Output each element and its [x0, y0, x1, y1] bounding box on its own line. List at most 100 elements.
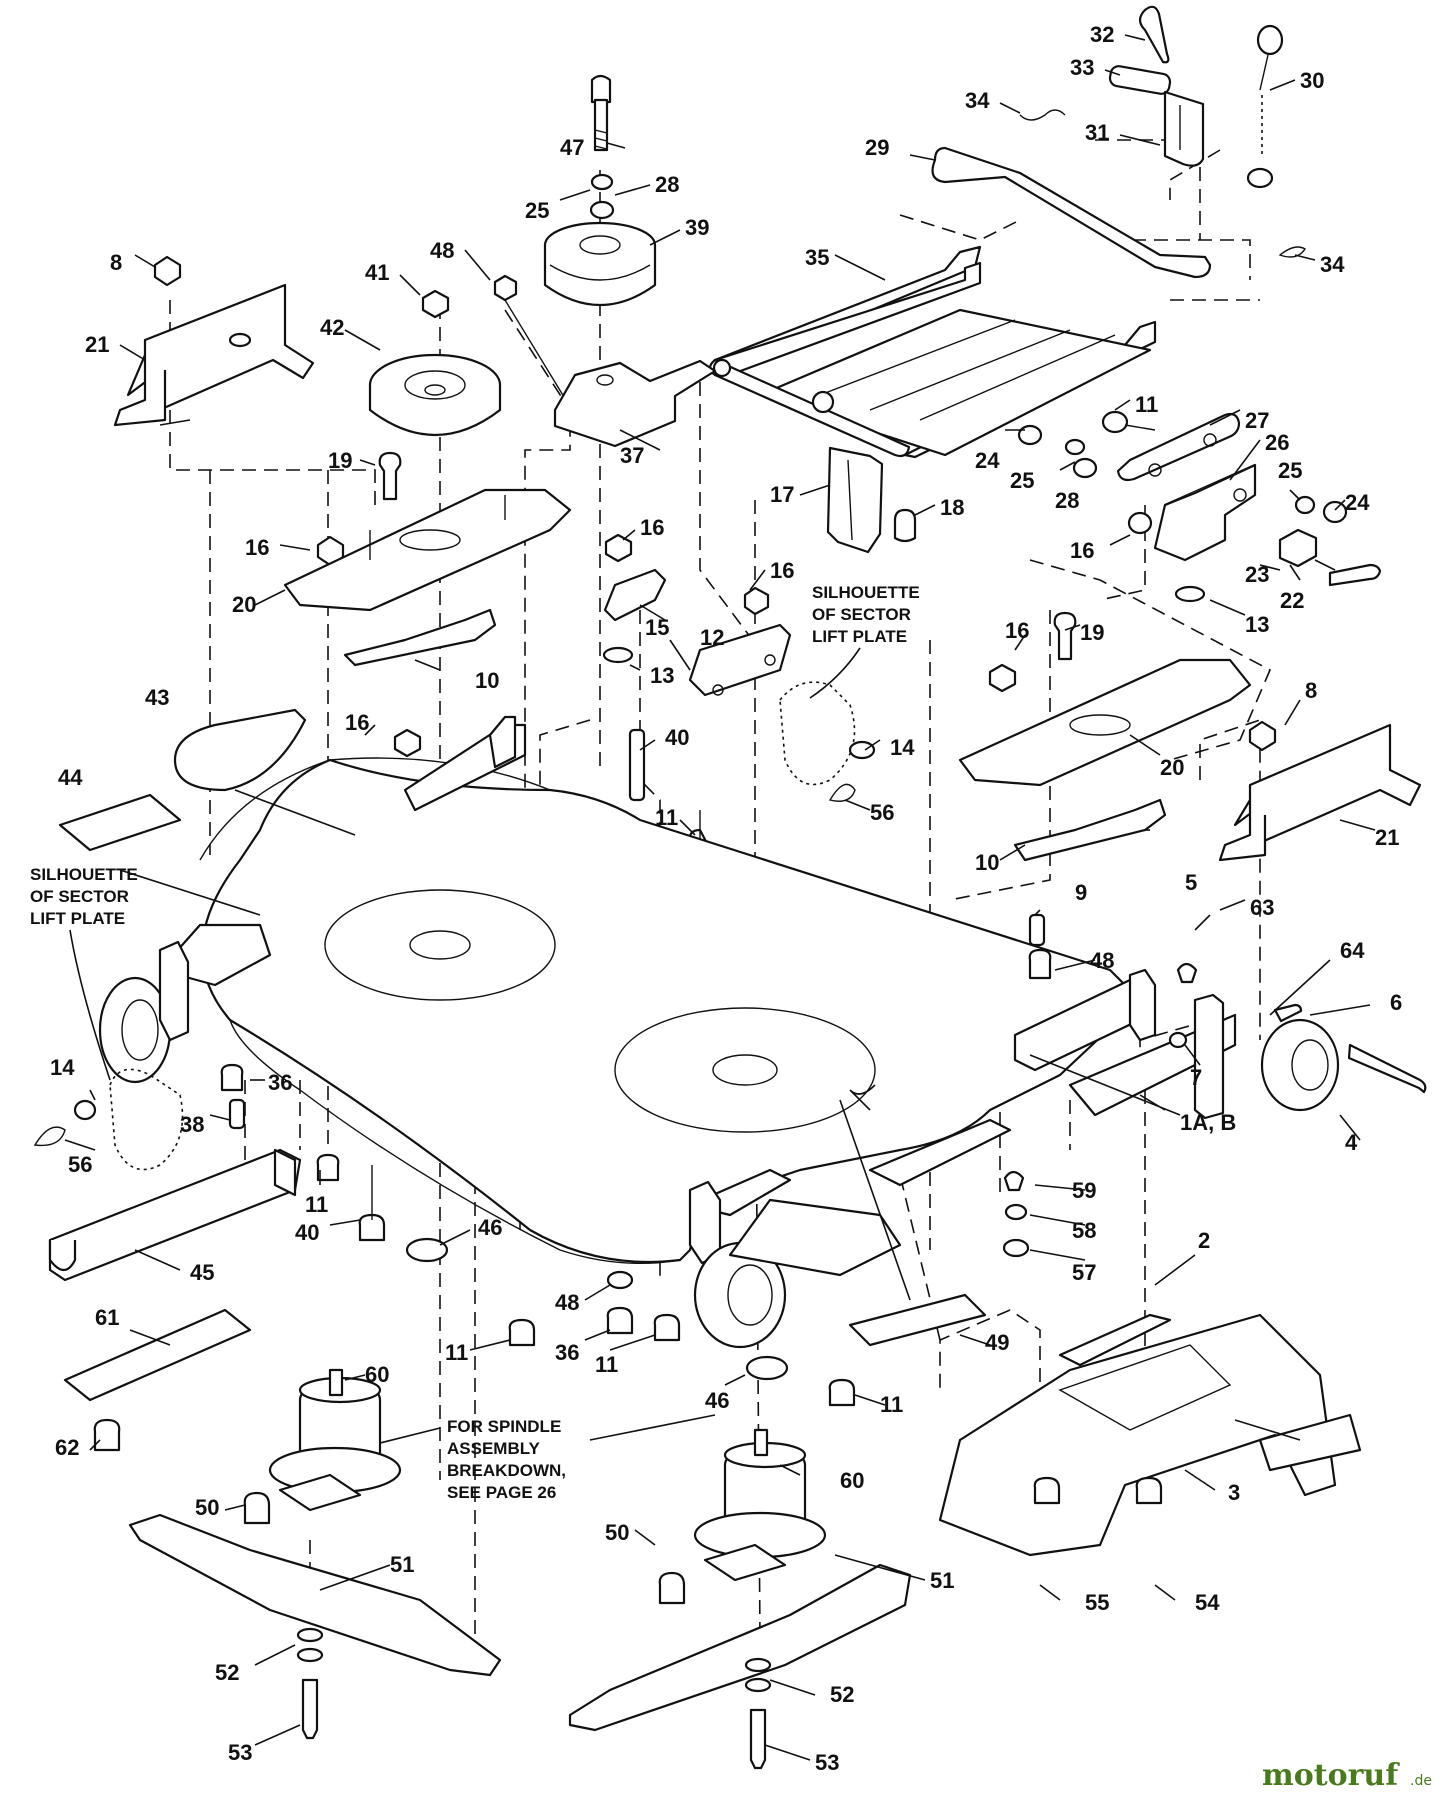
washer-25c [1294, 495, 1316, 515]
lift-rod-29 [931, 146, 1212, 279]
callout-8: 8 [110, 250, 122, 275]
deck-blade-cavity-right [614, 1007, 876, 1133]
blade-51a [128, 1513, 502, 1677]
callout-22: 22 [1280, 588, 1304, 613]
spindle-blade-parts [63, 1270, 1362, 1770]
callout-11: 11 [1135, 392, 1158, 417]
pin-40a [628, 728, 646, 802]
washer-58 [1004, 1203, 1028, 1221]
callout-3: 3 [1228, 1480, 1240, 1505]
decal-43 [173, 708, 307, 792]
deck-blade-cavity-left [324, 889, 556, 1001]
washer-52a [296, 1627, 324, 1643]
callout-43: 43 [145, 685, 169, 710]
callout-41: 41 [365, 260, 389, 285]
callout-48: 48 [1090, 948, 1114, 973]
deck-accessories [58, 708, 1427, 1347]
callout-51: 51 [930, 1568, 954, 1593]
bolt-53a [301, 1678, 319, 1740]
cotter-56b [33, 1126, 66, 1147]
callout-58: 58 [1072, 1218, 1096, 1243]
callout-34: 34 [1320, 252, 1345, 277]
callout-63: 63 [1250, 895, 1274, 920]
clip-15 [603, 568, 667, 622]
watermark-main: motoruf [1262, 1758, 1400, 1793]
callout-50: 50 [605, 1520, 629, 1545]
callout-11: 11 [880, 1392, 903, 1417]
note-silhouette-left-line1: SILHOUETTE [30, 865, 138, 884]
callout-4: 4 [1345, 1130, 1358, 1155]
callout-42: 42 [320, 315, 344, 340]
pin-9 [1028, 913, 1046, 947]
nut-8a [153, 255, 182, 287]
spring-34 [1019, 109, 1066, 121]
note-silhouette-right-line2: OF SECTOR [812, 605, 911, 624]
nut-24a [1017, 424, 1043, 446]
callout-17: 17 [770, 482, 794, 507]
callout-53: 53 [815, 1750, 839, 1775]
bolt-64 [1273, 1003, 1303, 1023]
nut-36b [606, 1306, 634, 1335]
cotter-56a [828, 783, 856, 802]
callout-46: 46 [705, 1388, 729, 1413]
callout-61: 61 [95, 1305, 119, 1330]
cross-shaft [708, 358, 911, 458]
center-small-parts [602, 533, 876, 854]
callout-48: 48 [555, 1290, 579, 1315]
blade-51b [568, 1563, 912, 1732]
axle-4 [1347, 1043, 1427, 1094]
callout-51: 51 [390, 1552, 414, 1577]
callout-31: 31 [1085, 120, 1109, 145]
callout-27: 27 [1245, 408, 1269, 433]
decal-49 [848, 1293, 987, 1347]
callout-33: 33 [1070, 55, 1094, 80]
note-silhouette-right-line3: LIFT PLATE [812, 627, 907, 646]
spacer-38 [228, 1098, 246, 1130]
callout-29: 29 [865, 135, 889, 160]
washer-13a [602, 646, 634, 664]
hitch-bracket-31 [1163, 90, 1205, 167]
nut-48b [1028, 948, 1052, 980]
callout-32: 32 [1090, 22, 1114, 47]
callout-56: 56 [870, 800, 894, 825]
bolt-19a [378, 451, 402, 501]
caster-shadow-plate [728, 1198, 902, 1277]
lift-linkage [708, 5, 1306, 554]
wing-nut-5 [1176, 962, 1198, 984]
nut-16d [988, 663, 1017, 693]
callout-40: 40 [665, 725, 689, 750]
callout-25: 25 [1278, 458, 1302, 483]
callout-11: 11 [655, 805, 678, 830]
bolt-55 [1033, 1476, 1061, 1505]
callout-16: 16 [770, 558, 794, 583]
nut-30 [1246, 167, 1274, 189]
left-blade-support [283, 451, 572, 667]
washer-52b [744, 1657, 772, 1673]
callout-7: 7 [1190, 1065, 1202, 1090]
callout-30: 30 [1300, 68, 1324, 93]
washer-28b [1072, 457, 1098, 479]
callout-21: 21 [85, 332, 109, 357]
silhouette-sector-plate-left [109, 1068, 184, 1171]
callout-53: 53 [228, 1740, 252, 1765]
callout-28: 28 [655, 172, 679, 197]
notes: SILHOUETTE OF SECTOR LIFT PLATE SILHOUET… [30, 583, 920, 1502]
link-plate-27 [1116, 412, 1241, 482]
nut-16c [1127, 511, 1153, 535]
callout-64: 64 [1340, 938, 1365, 963]
bolt-22 [1328, 563, 1382, 587]
idler-bracket-37 [553, 359, 717, 448]
washer-57 [1002, 1238, 1030, 1258]
callout-39: 39 [685, 215, 709, 240]
bolt-11d [508, 1318, 536, 1347]
deflector-3 [1258, 1413, 1362, 1472]
washer-46a [405, 1237, 449, 1263]
nut-48a [493, 274, 518, 302]
callout-56: 56 [68, 1152, 92, 1177]
bolt-54 [1135, 1476, 1163, 1505]
nut-16f [393, 728, 422, 758]
callout-11: 11 [445, 1340, 468, 1365]
callout-19: 19 [1080, 620, 1104, 645]
nut-16b [604, 533, 633, 563]
callout-16: 16 [1005, 618, 1029, 643]
